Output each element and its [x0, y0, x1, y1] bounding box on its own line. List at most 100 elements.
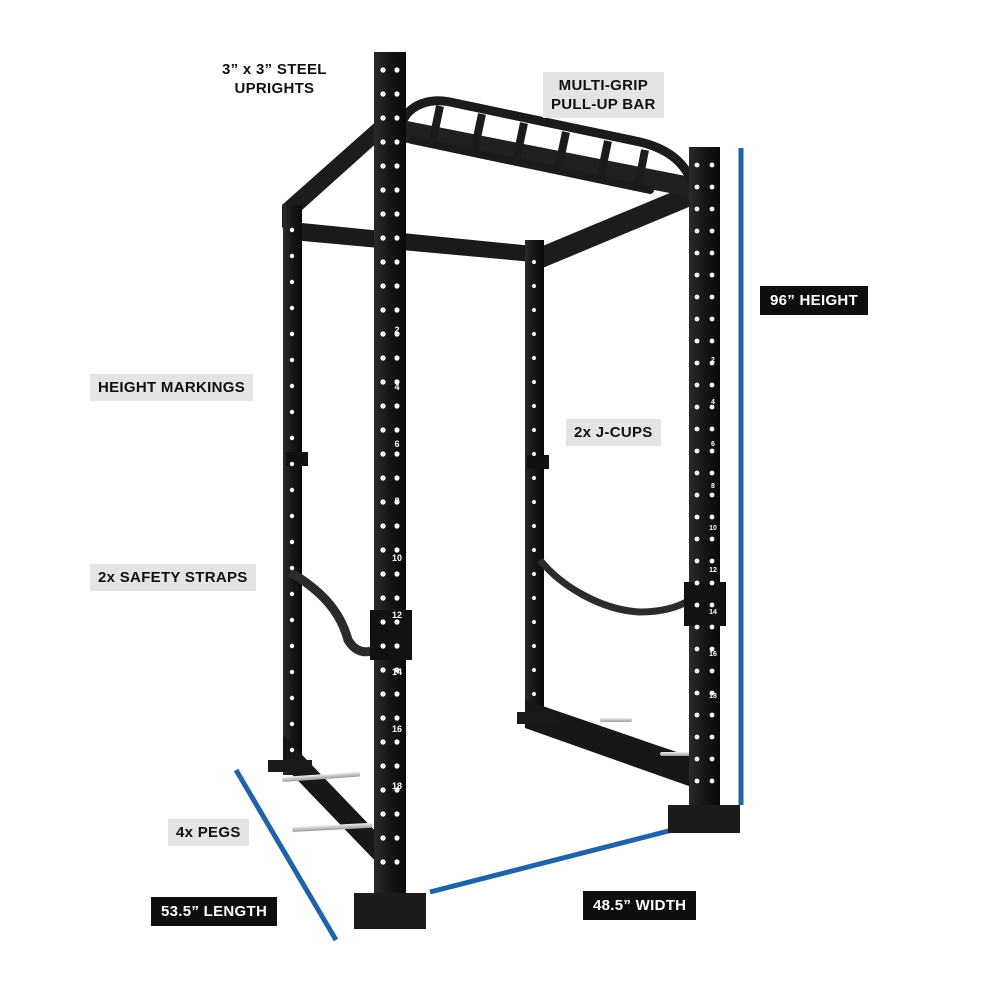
height-marking-number: 4: [711, 399, 715, 406]
upright-hole: [394, 355, 400, 361]
upright-hole: [694, 228, 700, 234]
upright-hole: [532, 572, 536, 576]
upright-hole: [289, 591, 295, 597]
height-marking-number: 16: [392, 724, 402, 734]
upright-hole: [532, 380, 536, 384]
upright-hole: [709, 778, 715, 784]
j-cups-label: 2x J-CUPS: [566, 419, 661, 446]
safety-straps-label: 2x SAFETY STRAPS: [90, 564, 256, 591]
upright-hole: [289, 669, 295, 675]
upright-hole: [694, 404, 700, 410]
upright-hole: [289, 643, 295, 649]
upright-hole: [380, 307, 386, 313]
upright-hole: [289, 539, 295, 545]
upright-hole: [709, 514, 715, 520]
j-cup-right: [527, 455, 549, 469]
upright-hole: [380, 595, 386, 601]
upright-hole: [694, 756, 700, 762]
upright-hole: [532, 692, 536, 696]
upright-hole: [394, 619, 400, 625]
upright-hole: [694, 206, 700, 212]
upright-hole: [394, 331, 400, 337]
upright-hole: [289, 435, 295, 441]
upright-hole: [709, 228, 715, 234]
upright-hole: [709, 294, 715, 300]
steel-uprights-label: 3” x 3” STEEL UPRIGHTS: [222, 60, 327, 98]
upright-hole: [289, 253, 295, 259]
upright-hole: [532, 356, 536, 360]
width-dimension-label: 48.5” WIDTH: [583, 891, 697, 920]
pull-up-bar-label: MULTI-GRIP PULL-UP BAR: [543, 72, 664, 118]
upright-hole: [709, 206, 715, 212]
upright-hole: [380, 67, 386, 73]
upright-hole: [709, 558, 715, 564]
right-front-foot: [668, 805, 740, 833]
upright-hole: [394, 235, 400, 241]
upright-hole: [709, 602, 715, 608]
height-marking-number: 14: [709, 609, 717, 616]
upright-hole: [394, 163, 400, 169]
upright-hole: [380, 499, 386, 505]
multi-grip-pull-up-bar: [397, 96, 695, 194]
upright-hole: [709, 756, 715, 762]
strap-sleeve-left: [370, 610, 412, 660]
length-dimension-label: 53.5” LENGTH: [151, 897, 278, 926]
upright-hole: [289, 461, 295, 467]
upright-hole: [380, 355, 386, 361]
pegs-label: 4x PEGS: [168, 819, 249, 846]
upright-hole: [532, 284, 536, 288]
upright-hole: [394, 211, 400, 217]
upright-hole: [694, 778, 700, 784]
upright-hole: [394, 811, 400, 817]
upright-hole: [694, 470, 700, 476]
upright-hole: [380, 91, 386, 97]
upright-hole: [694, 426, 700, 432]
upright-hole: [380, 163, 386, 169]
upright-hole: [380, 379, 386, 385]
height-marking-number: 4: [394, 382, 399, 392]
upright-hole: [289, 357, 295, 363]
upright-hole: [380, 451, 386, 457]
upright-hole: [380, 211, 386, 217]
peg: [292, 822, 373, 832]
right-rear-foot: [517, 712, 557, 724]
upright-hole: [709, 250, 715, 256]
upright-hole: [380, 787, 386, 793]
height-marking-number: 18: [709, 693, 717, 700]
upright-hole: [289, 305, 295, 311]
upright-hole: [289, 331, 295, 337]
upright-hole: [694, 514, 700, 520]
left-front-foot: [354, 893, 426, 929]
height-marking-number: 6: [711, 441, 715, 448]
height-marking-number: 8: [711, 483, 715, 490]
upright-hole: [709, 316, 715, 322]
upright-hole: [394, 763, 400, 769]
safety-strap-right: [537, 557, 692, 616]
upright-hole: [394, 427, 400, 433]
upright-hole: [709, 184, 715, 190]
upright-hole: [694, 558, 700, 564]
upright-hole: [380, 547, 386, 553]
steel-uprights-label-line1: 3” x 3” STEEL: [222, 61, 327, 78]
upright-hole: [380, 259, 386, 265]
upright-hole: [394, 451, 400, 457]
upright-hole: [394, 475, 400, 481]
upright-hole: [394, 667, 400, 673]
upright-hole: [380, 139, 386, 145]
upright-hole: [694, 162, 700, 168]
upright-hole: [709, 624, 715, 630]
upright-hole: [380, 691, 386, 697]
upright-hole: [380, 403, 386, 409]
upright-hole: [532, 548, 536, 552]
upright-hole: [380, 739, 386, 745]
upright-hole: [289, 487, 295, 493]
height-marking-number: 2: [711, 357, 715, 364]
upright-hole: [532, 596, 536, 600]
upright-hole: [532, 260, 536, 264]
upright-hole: [532, 476, 536, 480]
upright-hole: [694, 690, 700, 696]
upright-hole: [289, 721, 295, 727]
